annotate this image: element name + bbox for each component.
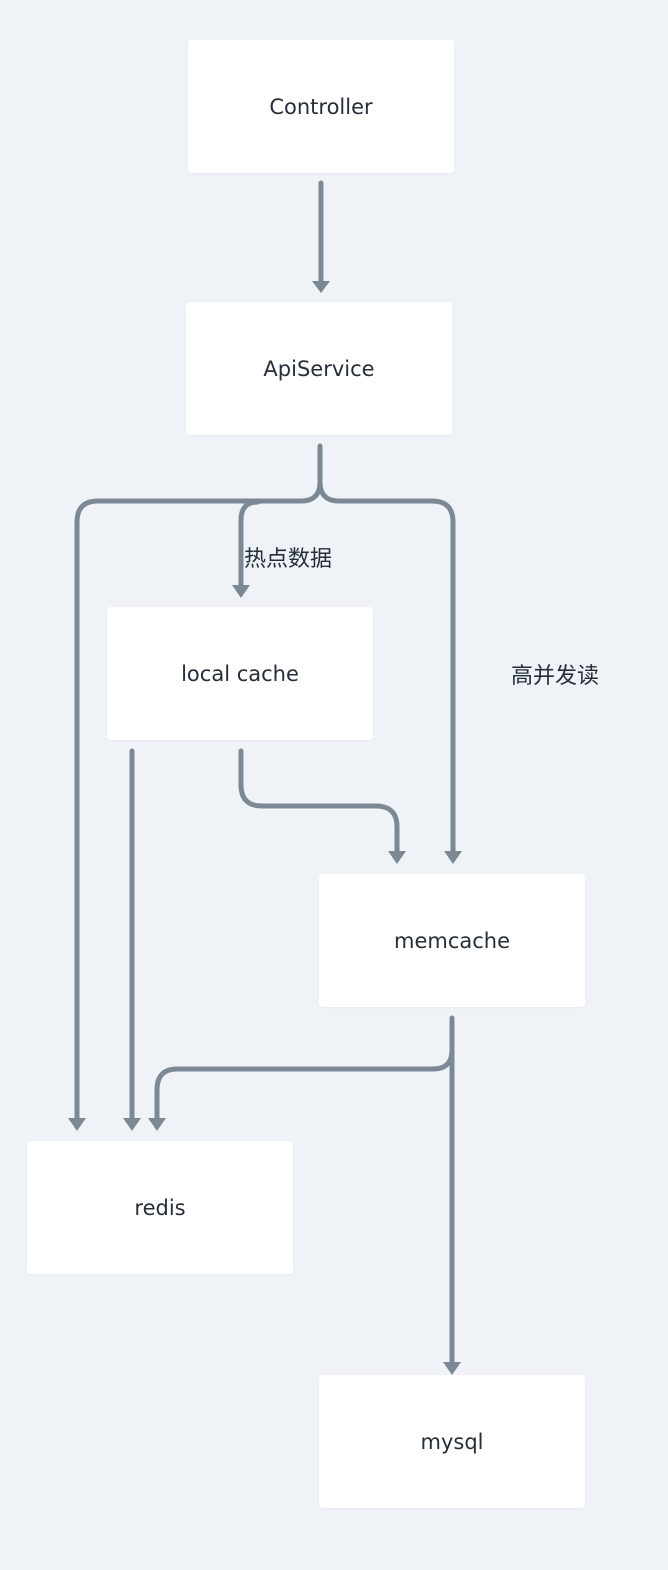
node-label: ApiService xyxy=(263,356,375,381)
arrowhead xyxy=(148,1118,166,1131)
edge-label-hot-data: 热点数据 xyxy=(244,547,333,572)
edge-label-high-concurrency-read: 高并发读 xyxy=(511,664,600,689)
arrowhead xyxy=(444,851,462,864)
node-local-cache[interactable]: local cache xyxy=(107,607,373,740)
arrowhead xyxy=(232,585,250,598)
node-controller[interactable]: Controller xyxy=(188,40,454,173)
node-label: local cache xyxy=(181,661,299,686)
edge-localcache-memcache xyxy=(238,748,400,856)
edge-apiservice-localcache xyxy=(238,499,261,590)
arrowhead xyxy=(312,281,330,293)
node-redis[interactable]: redis xyxy=(27,1141,293,1274)
node-label: Controller xyxy=(269,94,373,119)
edge-apiservice-memcache xyxy=(317,479,456,856)
node-memcache[interactable]: memcache xyxy=(319,874,585,1007)
arrowhead xyxy=(123,1118,141,1131)
node-label: memcache xyxy=(393,928,511,953)
node-apiservice[interactable]: ApiService xyxy=(186,302,452,435)
arrowhead xyxy=(68,1118,86,1131)
edge-memcache-redis xyxy=(154,1047,455,1123)
arrowhead xyxy=(443,1362,461,1375)
node-label: mysql xyxy=(420,1429,484,1454)
arrowhead xyxy=(388,851,406,864)
node-label: redis xyxy=(134,1195,186,1220)
node-mysql[interactable]: mysql xyxy=(319,1375,585,1508)
